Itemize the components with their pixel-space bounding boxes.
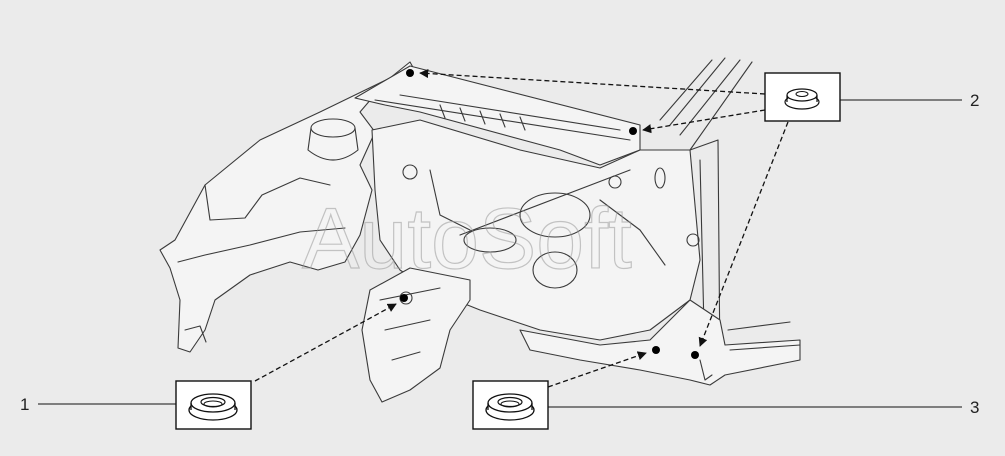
callout-number-2: 2: [970, 91, 979, 110]
pointer-1-side-member: [254, 303, 397, 382]
part-box-2: [764, 72, 841, 122]
pointer-2-cowl-left: [419, 68, 766, 95]
part-box-1: [175, 380, 252, 430]
cap-plug-icon: [784, 88, 820, 110]
watermark-text: AutoSoft: [302, 191, 632, 287]
grommet-plug-icon: [485, 393, 535, 421]
part-box-3: [472, 380, 549, 430]
hole-marker-cowl-left: [406, 69, 414, 77]
grommet-plug-icon: [188, 393, 238, 421]
pointer-2-pillar: [698, 121, 789, 347]
hole-marker-pillar: [691, 351, 699, 359]
pointer-3-rocker: [547, 351, 647, 388]
callout-number-3: 3: [970, 398, 979, 417]
hole-marker-cowl-right: [629, 127, 637, 135]
hole-marker-rocker: [652, 346, 660, 354]
vehicle-body-illustration: [159, 57, 801, 403]
pointer-2-cowl-right: [642, 109, 766, 134]
callout-number-1: 1: [20, 395, 29, 414]
hole-marker-side-member: [400, 294, 408, 302]
